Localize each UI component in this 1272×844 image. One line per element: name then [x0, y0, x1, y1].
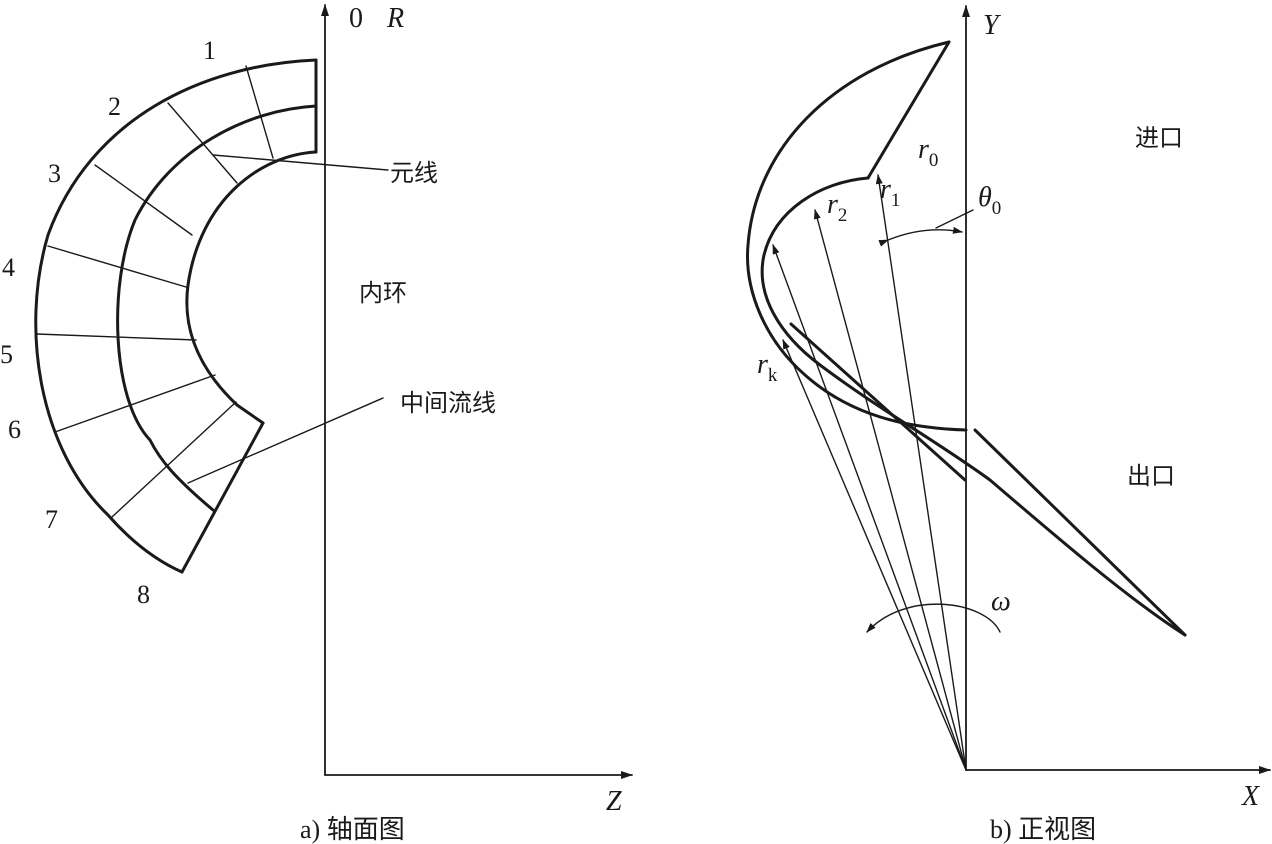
x-axis-label: X: [1241, 781, 1260, 812]
element-line-label: 元线: [390, 159, 438, 187]
element-line-5: [36, 333, 197, 341]
theta0-leader: [935, 209, 974, 229]
station-1: 1: [203, 36, 216, 65]
r-axis-label: R: [386, 3, 404, 34]
element-line-3: [94, 164, 193, 236]
r0-label: r0: [918, 134, 938, 171]
theta0-label: θ0: [978, 182, 1001, 219]
z-axis-label: Z: [606, 786, 622, 817]
theta0-arc: [878, 226, 963, 247]
inner-ring-label: 内环: [359, 279, 407, 307]
station-7: 7: [45, 505, 58, 534]
station-8: 8: [137, 580, 150, 609]
station-4: 4: [2, 253, 15, 282]
element-line-6: [54, 374, 216, 433]
outlet-edge: [180, 421, 265, 574]
inner-contour: [185, 150, 318, 425]
outer-contour: [34, 58, 318, 574]
r2-label: r2: [827, 189, 847, 226]
origin-label: 0: [349, 3, 363, 34]
mid-streamline-label: 中间流线: [400, 389, 496, 417]
panel-a-axial-view: 1 2 3 4 5 6 7 8 0 R Z 元线 内环 中间流线 a) 轴面图: [0, 3, 633, 844]
element-line-1: [245, 65, 274, 159]
station-6: 6: [8, 415, 21, 444]
element-line-4: [47, 245, 187, 288]
inlet-edge-b: [866, 40, 951, 180]
hub-stroke: [789, 322, 967, 482]
station-numbers: 1 2 3 4 5 6 7 8: [0, 36, 216, 609]
mid-streamline-leader: [187, 397, 384, 484]
omega-arc: [866, 603, 1001, 633]
outlet-edge-b: [973, 428, 1187, 637]
rk-label: rk: [757, 349, 778, 386]
station-3: 3: [48, 159, 61, 188]
radius-vectors: [772, 174, 967, 771]
outlet-label: 出口: [1127, 462, 1175, 490]
mid-streamline-curve: [116, 104, 318, 512]
element-lines: [36, 65, 274, 518]
y-axis-label: Y: [983, 10, 1002, 41]
r1-vector: [875, 174, 967, 771]
r1-label: r1: [880, 174, 900, 211]
omega-label: ω: [991, 586, 1011, 617]
station-2: 2: [108, 92, 121, 121]
rk-vector: [782, 339, 967, 771]
element-line-leader: [212, 154, 389, 171]
blade-outer-contour: [746, 40, 968, 432]
element-line-2: [167, 102, 238, 184]
caption-b: b) 正视图: [990, 815, 1096, 844]
station-5: 5: [0, 340, 13, 369]
r2-vector: [813, 209, 967, 771]
r3-vector: [772, 244, 967, 771]
panel-b-front-view: Y X r0 r1 r2 rk θ0 ω 进口 出口 b) 正视图: [746, 5, 1271, 844]
caption-a: a) 轴面图: [300, 815, 405, 844]
blade-inner-contour: [760, 176, 1187, 637]
element-line-7: [111, 401, 237, 518]
inlet-label: 进口: [1135, 124, 1183, 152]
